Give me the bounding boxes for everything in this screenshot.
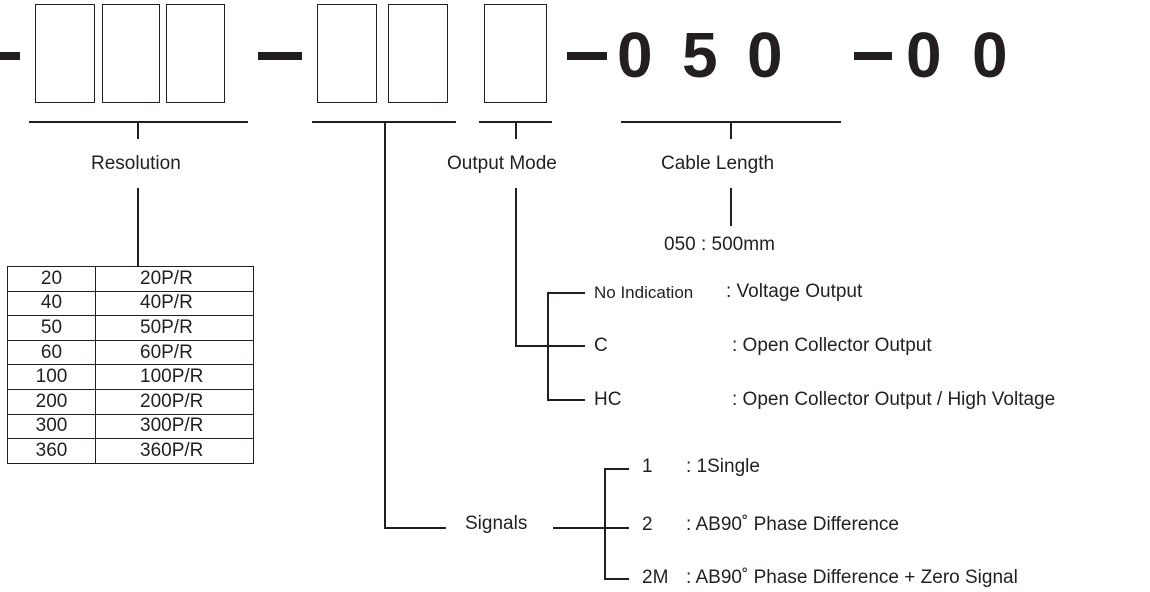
output-mode-connector-vertical <box>515 188 517 346</box>
dash-separator-4 <box>854 52 892 60</box>
signal-digit-box-2 <box>388 4 448 103</box>
signal-tick-1 <box>604 468 629 470</box>
resolution-code-cell: 360 <box>7 438 96 464</box>
resolution-value-cell: 40P/R <box>95 290 254 317</box>
suffix-digit-2: 0 <box>972 19 1008 91</box>
dash-separator-1 <box>0 52 20 60</box>
signal-code-2: 2 <box>642 514 653 535</box>
resolution-digit-box-3 <box>166 4 225 103</box>
signals-connector-vertical <box>384 121 386 528</box>
output-mode-bracket-tick <box>515 121 517 139</box>
resolution-code-cell: 50 <box>7 315 96 341</box>
resolution-digit-box-2 <box>102 4 160 103</box>
signal-tick-3 <box>604 578 629 580</box>
resolution-value-cell: 60P/R <box>95 339 254 366</box>
signal-digit-box-1 <box>317 4 377 103</box>
output-mode-desc-2: : Open Collector Output <box>732 335 932 356</box>
resolution-code-cell: 100 <box>7 364 96 390</box>
resolution-code-cell: 60 <box>7 339 96 366</box>
signal-code-3: 2M <box>642 567 669 588</box>
signal-desc-1: : 1Single <box>686 456 760 477</box>
cable-length-option: 050 : 500mm <box>664 234 775 255</box>
resolution-value-cell: 360P/R <box>95 438 254 464</box>
cable-digit-2: 5 <box>682 19 718 91</box>
cable-digit-1: 0 <box>617 19 653 91</box>
signals-branch-line <box>553 527 606 529</box>
signal-code-1: 1 <box>642 456 653 477</box>
dash-separator-3 <box>567 52 607 60</box>
output-mode-desc-1: : Voltage Output <box>726 281 863 302</box>
signal-desc-2: : AB90˚ Phase Difference <box>686 514 899 535</box>
resolution-value-cell: 200P/R <box>95 388 254 415</box>
suffix-digit-1: 0 <box>906 19 942 91</box>
cable-digit-3: 0 <box>747 19 783 91</box>
resolution-code-cell: 300 <box>7 413 96 440</box>
resolution-value-cell: 20P/R <box>95 266 254 292</box>
output-mode-code-3: HC <box>594 389 622 410</box>
resolution-value-cell: 100P/R <box>95 364 254 390</box>
output-mode-digit-box <box>484 4 547 103</box>
resolution-connector <box>137 188 139 266</box>
output-mode-tick-1 <box>547 292 585 294</box>
resolution-code-cell: 40 <box>7 290 96 317</box>
signals-branch-vertical <box>604 468 606 579</box>
resolution-bracket-tick <box>137 121 139 139</box>
resolution-code-cell: 20 <box>7 266 96 292</box>
output-mode-connector-horizontal <box>515 345 548 347</box>
cable-length-bracket-tick <box>730 121 732 139</box>
resolution-digit-box-1 <box>35 4 95 103</box>
resolution-value-cell: 300P/R <box>95 413 254 440</box>
output-mode-label: Output Mode <box>447 153 557 174</box>
resolution-label: Resolution <box>91 153 181 174</box>
output-mode-tick-3 <box>547 399 585 401</box>
output-mode-code-2: C <box>594 335 608 356</box>
resolution-bracket-line <box>29 121 248 123</box>
resolution-value-cell: 50P/R <box>95 315 254 341</box>
signal-tick-2 <box>604 527 629 529</box>
output-mode-tick-2 <box>547 345 585 347</box>
signal-desc-3: : AB90˚ Phase Difference + Zero Signal <box>686 567 1018 588</box>
signals-label: Signals <box>465 513 528 534</box>
cable-length-connector <box>730 188 732 226</box>
signals-connector-horizontal <box>384 527 446 529</box>
output-mode-desc-3: : Open Collector Output / High Voltage <box>732 389 1056 410</box>
dash-separator-2 <box>258 52 302 60</box>
output-mode-code-1: No Indication <box>594 283 694 302</box>
resolution-code-cell: 200 <box>7 388 96 415</box>
cable-length-label: Cable Length <box>661 153 775 174</box>
